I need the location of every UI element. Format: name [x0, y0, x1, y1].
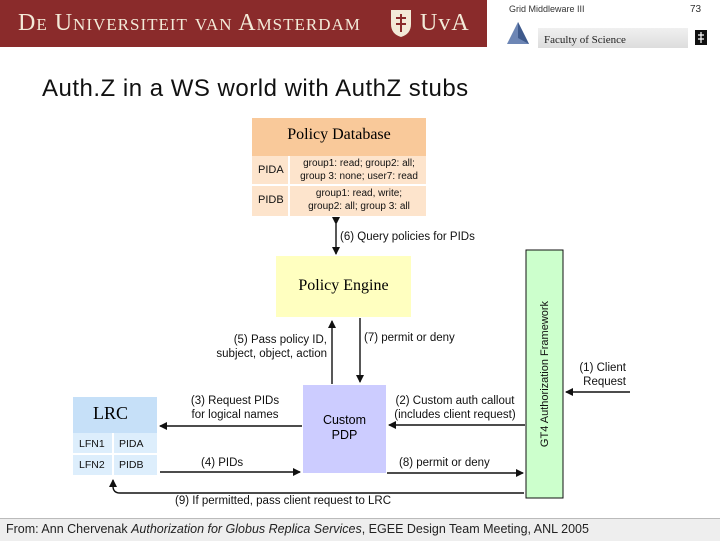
label-8-permit: (8) permit or deny [399, 457, 490, 469]
uva-logo-text: UvA [420, 10, 470, 36]
label-line: subject, object, action [216, 348, 327, 360]
label-line: Request [583, 376, 626, 388]
policy-db-entry: group1: read; group2: all; group 3: none… [292, 157, 426, 183]
slide-title: Auth.Z in a WS world with AuthZ stubs [42, 75, 469, 102]
gt4-framework-label: GT4 Authorization Framework [539, 300, 551, 448]
policy-database-title: Policy Database [287, 126, 391, 143]
lrc-table [73, 397, 157, 475]
policy-db-pid: PIDA [258, 164, 284, 176]
slide-number: 73 [690, 4, 702, 15]
arrow-9-pass-lrc [109, 479, 524, 494]
custom-pdp-line: PDP [331, 428, 358, 442]
label-2-callout: (2) Custom auth callout (includes client… [384, 394, 526, 422]
faculty-bar [538, 28, 688, 48]
gt4-framework-box [525, 249, 564, 499]
label-line: (2) Custom auth callout [395, 395, 515, 407]
policy-db-pid: PIDB [258, 194, 284, 206]
course-name: Grid Middleware III [509, 4, 585, 14]
custom-pdp-box [303, 385, 386, 473]
label-line: (1) Client [579, 362, 626, 374]
faculty-name: Faculty of Science [544, 34, 626, 46]
policy-database [252, 118, 426, 216]
citation-bar [0, 518, 720, 541]
policy-engine-box [276, 256, 411, 317]
small-crest-icon [695, 30, 707, 45]
label-line: for logical names [191, 409, 279, 421]
label-9-pass-lrc: (9) If permitted, pass client request to… [175, 495, 392, 507]
lrc-pid: PIDB [119, 459, 144, 471]
policy-db-entry-line: group 3: none; user7: read [300, 171, 418, 182]
custom-pdp-label: Custom PDP [303, 413, 386, 443]
crest-icon [391, 10, 411, 37]
pyramid-icon [507, 22, 529, 44]
university-name: De Universiteit van Amsterdam [18, 10, 361, 36]
policy-db-entry-line: group2: all; group 3: all [308, 201, 410, 212]
policy-db-entry-line: group1: read, write; [315, 188, 403, 199]
lrc-lfn: LFN1 [79, 438, 105, 450]
policy-db-entry-line: group1: read; group2: all; [303, 158, 415, 169]
policy-engine-label: Policy Engine [298, 277, 389, 294]
custom-pdp-line: Custom [322, 413, 367, 427]
label-7-permit: (7) permit or deny [364, 332, 455, 344]
lrc-title: LRC [93, 403, 129, 423]
citation-title: Authorization for Globus Replica Service… [131, 522, 362, 536]
citation-suffix: , EGEE Design Team Meeting, ANL 2005 [361, 522, 589, 536]
label-3-request: (3) Request PIDs for logical names [175, 394, 295, 422]
label-1-client: (1) Client Request [568, 361, 626, 389]
policy-db-entry: group1: read, write; group2: all; group … [292, 187, 426, 213]
citation: From: Ann Chervenak Authorization for Gl… [6, 522, 589, 536]
lrc-pid: PIDA [119, 438, 144, 450]
label-4-pids: (4) PIDs [201, 457, 244, 469]
label-line: (3) Request PIDs [190, 395, 280, 407]
label-6-query: (6) Query policies for PIDs [340, 231, 475, 243]
label-5-pass-policy: (5) Pass policy ID, subject, object, act… [200, 333, 327, 361]
lrc-lfn: LFN2 [79, 459, 105, 471]
label-line: (includes client request) [394, 409, 516, 421]
label-line: (5) Pass policy ID, [233, 334, 327, 346]
citation-prefix: From: Ann Chervenak [6, 522, 132, 536]
